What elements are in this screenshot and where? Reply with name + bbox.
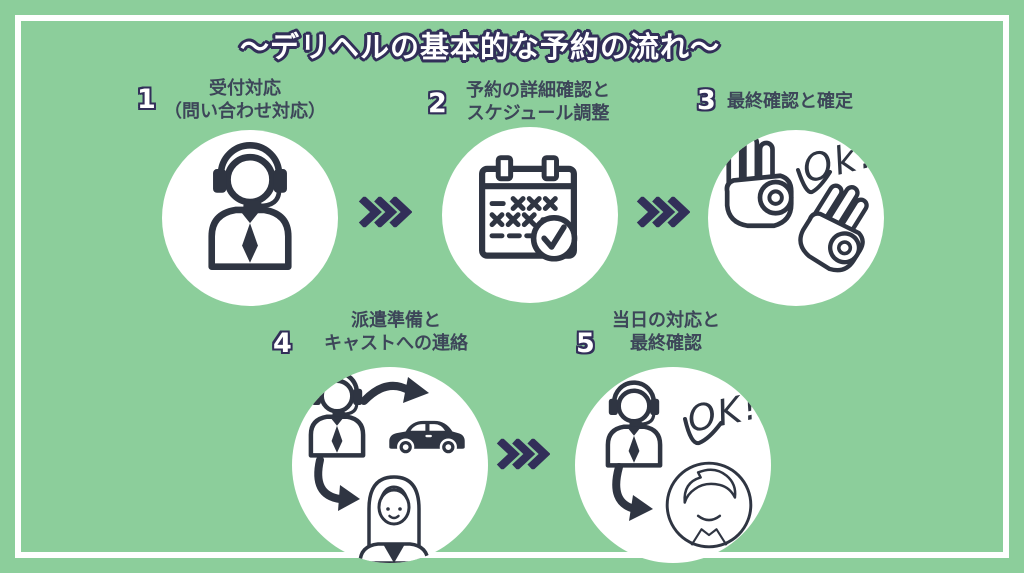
step-2-label-line2: スケジュール調整 [466, 103, 610, 124]
ok-hands-icon: Ok! [708, 131, 884, 306]
curved-arrow-icon [360, 381, 414, 405]
triple-chevron-icon [358, 196, 412, 228]
step-2-circle [442, 127, 618, 303]
operator-ok-customer-icon: OK! [575, 367, 763, 549]
step-1-circle [162, 130, 338, 306]
step-5-number: 5 [576, 328, 595, 359]
arrowhead-icon [629, 495, 653, 521]
step-5-label-line1: 当日の対応と [612, 310, 720, 331]
support-operator-icon [162, 130, 338, 306]
triple-chevron-icon [496, 438, 550, 470]
step-3-circle: Ok! [708, 130, 884, 306]
curved-arrow-icon [314, 456, 344, 503]
step-4-label: 派遣準備と キャストへの連絡 [296, 309, 496, 355]
step-5-label-line2: 最終確認 [630, 333, 702, 354]
step-1-number: 1 [137, 84, 156, 115]
step-3-label-line1: 最終確認と確定 [727, 91, 853, 112]
ok-swoosh-icon [683, 417, 723, 446]
step-1-label-line1: 受付対応 [209, 78, 281, 99]
step-3-label: 最終確認と確定 [727, 90, 907, 113]
step-5-circle: OK! [575, 367, 771, 563]
curved-arrow-icon [612, 463, 639, 513]
step-2-label-line1: 予約の詳細確認と [466, 80, 610, 101]
arrowhead-icon [338, 485, 360, 511]
triple-chevron-icon [636, 196, 690, 228]
operator-icon [608, 383, 660, 466]
arrowhead-icon [403, 377, 429, 403]
page-title: ～デリヘルの基本的な予約の流れ～ [239, 30, 720, 64]
calendar-check-icon [442, 127, 618, 303]
step-4-circle [292, 367, 488, 563]
step-4-number: 4 [273, 328, 292, 359]
cast-woman-icon [358, 475, 430, 563]
step-2-number: 2 [428, 88, 447, 119]
ok-text: OK! [684, 386, 763, 441]
step-3-number: 3 [697, 85, 716, 116]
operator-icon [311, 373, 363, 456]
step-1-label-line2: （問い合わせ対応） [164, 101, 326, 122]
customer-face-icon [665, 461, 753, 549]
step-1-label: 受付対応 （問い合わせ対応） [145, 77, 345, 123]
ok-text: Ok! [798, 131, 880, 191]
step-5-label: 当日の対応と 最終確認 [566, 309, 766, 355]
ok-swoosh-icon [796, 168, 832, 195]
car-icon [388, 419, 466, 456]
step-4-label-line2: キャストへの連絡 [324, 333, 468, 354]
ok-hand-icon [727, 137, 791, 226]
operator-dispatch-car-cast-icon [292, 367, 466, 563]
step-2-label: 予約の詳細確認と スケジュール調整 [438, 79, 638, 125]
step-4-label-line1: 派遣準備と [351, 310, 441, 331]
